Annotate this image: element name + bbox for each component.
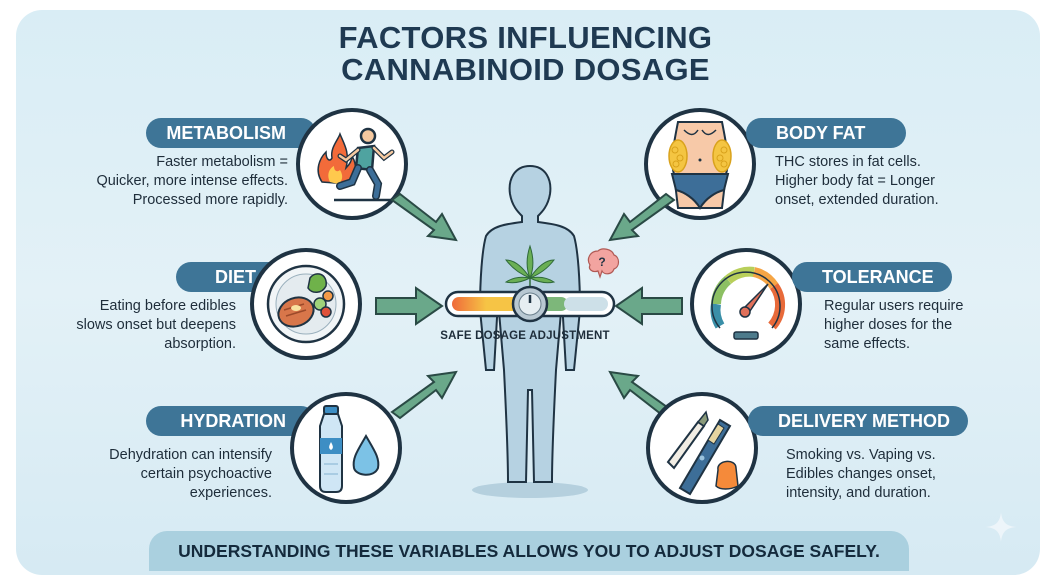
delivery-method-description: Smoking vs. Vaping vs. Edibles changes o… bbox=[786, 447, 936, 501]
water-bottle-drop-icon bbox=[319, 405, 380, 493]
delivery-icon-circle bbox=[646, 392, 758, 504]
speedometer-gauge-icon bbox=[710, 266, 786, 340]
title-line-2: CANNABINOID DOSAGE bbox=[341, 52, 710, 87]
tolerance-icon-circle bbox=[690, 248, 802, 360]
cannabis-leaf-icon bbox=[504, 244, 556, 292]
safe-dosage-label: SAFE DOSAGE ADJUSTMENT bbox=[440, 330, 610, 342]
running-person-flame-icon bbox=[317, 127, 396, 202]
hydration-description: Dehydration can intensify certain psycho… bbox=[109, 447, 272, 501]
metabolism-description: Faster metabolism = Quicker, more intens… bbox=[96, 154, 288, 208]
body-fat-label: BODY FAT bbox=[746, 118, 906, 148]
arrow-tolerance-to-body bbox=[614, 286, 683, 326]
body-fat-description: THC stores in fat cells. Higher body fat… bbox=[775, 154, 939, 208]
sparkle-icon bbox=[986, 512, 1016, 542]
metabolism-label: METABOLISM bbox=[146, 118, 316, 148]
body-fat-icon-circle bbox=[644, 108, 756, 220]
arrow-hydration-to-body bbox=[390, 370, 458, 420]
plate-steak-vegetables-icon bbox=[266, 264, 346, 344]
diet-description: Eating before edibles slows onset but de… bbox=[76, 298, 236, 352]
metabolism-icon-circle bbox=[296, 108, 408, 220]
arrow-body-fat-to-body bbox=[608, 192, 676, 242]
arrow-diet-to-body bbox=[375, 286, 444, 326]
joint-vape-gummy-icon bbox=[666, 410, 739, 496]
tolerance-label: TOLERANCE bbox=[792, 262, 952, 292]
dosage-slider bbox=[444, 285, 616, 323]
brain-question-icon: ? bbox=[587, 248, 620, 279]
human-body-cannabis-leaf-icon bbox=[472, 164, 588, 498]
torso-fat-cells-icon bbox=[668, 121, 732, 210]
page-title: FACTORS INFLUENCING CANNABINOID DOSAGE bbox=[0, 22, 1051, 86]
hydration-icon-circle bbox=[290, 392, 402, 504]
hydration-label: HYDRATION bbox=[146, 406, 316, 436]
footer-banner: UNDERSTANDING THESE VARIABLES ALLOWS YOU… bbox=[149, 531, 909, 571]
diet-icon-circle bbox=[250, 248, 362, 360]
title-line-1: FACTORS INFLUENCING bbox=[338, 20, 713, 55]
dosage-dial-knob bbox=[511, 285, 549, 323]
tolerance-description: Regular users require higher doses for t… bbox=[824, 298, 964, 352]
delivery-method-label: DELIVERY METHOD bbox=[748, 406, 968, 436]
svg-text:?: ? bbox=[598, 255, 605, 269]
arrow-metabolism-to-body bbox=[390, 192, 458, 242]
